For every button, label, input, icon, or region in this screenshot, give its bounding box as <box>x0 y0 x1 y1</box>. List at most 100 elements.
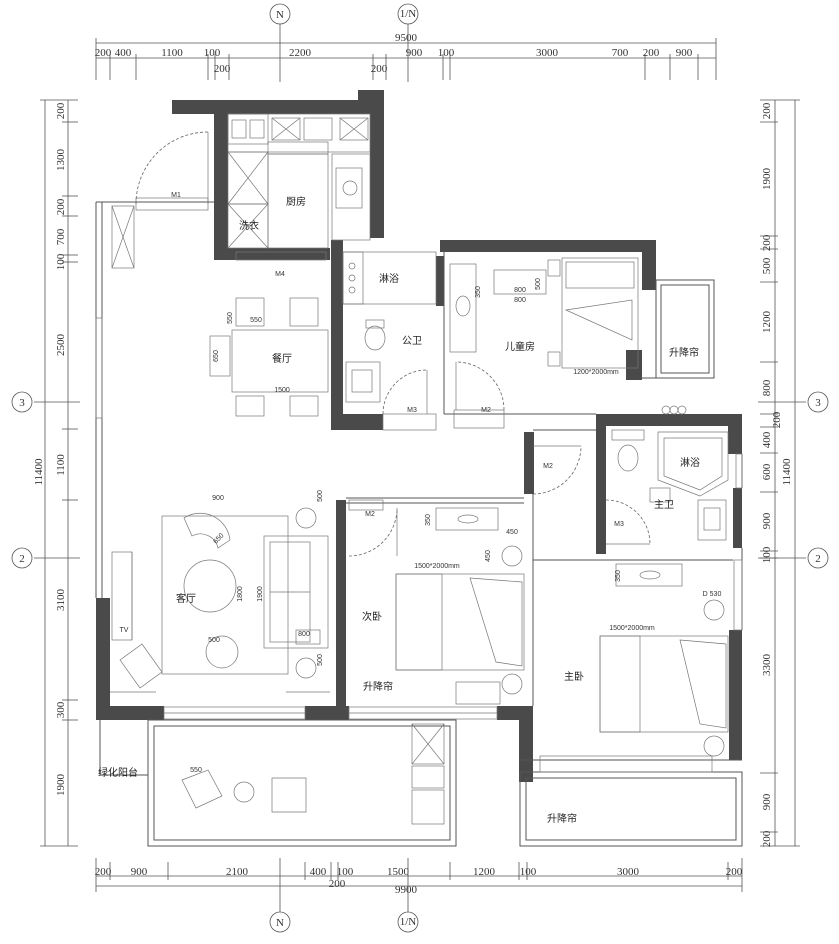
dim-label: 350 <box>475 286 482 298</box>
axis-bubble-2-left: 2 <box>19 553 25 565</box>
right-dim: 200 <box>761 830 773 847</box>
top-dim: 200 <box>643 47 660 59</box>
axis-bubble-2-right: 2 <box>815 553 821 565</box>
bottom-dim: 900 <box>131 866 148 878</box>
door-label-m4: M4 <box>275 271 285 278</box>
master-bedroom-furniture <box>539 563 729 773</box>
room-label-lift-curtain1: 升降帘 <box>669 346 699 359</box>
master-balcony-outline <box>519 771 743 847</box>
door-label-m3a: M3 <box>407 407 417 414</box>
master-bath-fixtures <box>605 429 729 545</box>
room-label-lift-curtain2: 升降帘 <box>363 680 393 693</box>
entrance-door <box>111 131 209 269</box>
room-label-lift-curtain3: 升降帘 <box>547 812 577 825</box>
room-label-shower1: 淋浴 <box>379 272 399 285</box>
room-label-master-bath: 主卫 <box>654 499 674 511</box>
dim-label: 500 <box>317 490 324 502</box>
dim-label: D 530 <box>703 591 722 598</box>
dim-label: 1900 <box>257 586 264 602</box>
right-dim: 400 <box>761 431 773 448</box>
kids-balcony-outline <box>655 279 715 379</box>
bottom-total-dim: 9900 <box>395 884 418 896</box>
right-dim: 600 <box>761 463 773 480</box>
door-label-m1: M1 <box>171 192 181 199</box>
right-dim: 200 <box>761 102 773 119</box>
corridor-door <box>532 445 582 495</box>
right-dim: 500 <box>761 257 773 274</box>
dim-label: 450 <box>485 550 492 562</box>
room-label-dining: 餐厅 <box>272 352 292 365</box>
bottom-dimension-lines <box>95 858 743 892</box>
second-bedroom-furniture <box>348 499 525 705</box>
top-dim: 100 <box>438 47 455 59</box>
bed-size-kids: 1200*2000mm <box>573 369 619 376</box>
right-total-dim: 11400 <box>781 458 793 486</box>
axis-bubbles <box>11 3 829 933</box>
right-dim: 100 <box>761 546 773 563</box>
top-dimension-lines <box>95 38 717 80</box>
bottom-dim: 100 <box>337 866 354 878</box>
bottom-dim: 100 <box>520 866 537 878</box>
dim-label: 650 <box>213 350 220 362</box>
right-dimension-lines <box>760 99 800 847</box>
door-label-m2a: M2 <box>481 407 491 414</box>
bottom-dim: 1200 <box>473 866 496 878</box>
axis-bubble-n-bottom: N <box>276 917 284 929</box>
dim-label: 1500 <box>274 387 290 394</box>
dim-label: 800 <box>514 297 526 304</box>
axis-bubble-n-top: N <box>276 9 284 21</box>
bottom-segment-dims: 200 900 2100 400 100 200 1500 1200 100 3… <box>95 866 743 890</box>
dim-label: 450 <box>506 529 518 536</box>
right-dim: 1900 <box>761 168 773 191</box>
door-label-m2c: M2 <box>365 511 375 518</box>
top-dim: 100 <box>204 47 221 59</box>
balcony-furniture <box>181 723 445 825</box>
dim-label: 550 <box>250 317 262 324</box>
top-dim: 700 <box>612 47 629 59</box>
left-dim: 1100 <box>55 454 67 476</box>
bed-size-master: 1500*2000mm <box>609 625 655 632</box>
left-dim: 3100 <box>55 589 67 612</box>
top-dim: 900 <box>676 47 693 59</box>
left-dim: 100 <box>55 253 67 270</box>
top-dim: 1100 <box>161 47 183 59</box>
bottom-dim: 3000 <box>617 866 640 878</box>
right-dim: 900 <box>761 512 773 529</box>
dim-label: 500 <box>535 278 542 290</box>
bottom-dim: 200 <box>95 866 112 878</box>
bottom-dim: 200 <box>329 878 346 890</box>
left-dim: 200 <box>55 198 67 215</box>
room-label-shower2: 淋浴 <box>680 456 700 469</box>
right-dim: 3300 <box>761 654 773 677</box>
dim-label: 800 <box>514 287 526 294</box>
axis-bubble-ln-top: 1/N <box>400 8 417 20</box>
balcony-outline <box>99 719 457 847</box>
top-dim: 2200 <box>289 47 312 59</box>
left-dim: 1900 <box>55 774 67 797</box>
tv-label: TV <box>120 627 129 634</box>
axis-bubble-ln-bottom: 1/N <box>400 916 417 928</box>
left-segment-dims: 200 1300 200 700 100 2500 1100 3100 300 … <box>55 102 67 796</box>
room-label-kids-room: 儿童房 <box>505 340 535 353</box>
bed-size-second: 1500*2000mm <box>414 563 460 570</box>
room-label-master-bed: 主卧 <box>564 670 584 683</box>
dim-label: 350 <box>425 514 432 526</box>
top-dim: 200 <box>214 63 231 75</box>
kids-room-fixtures <box>449 257 639 429</box>
right-segment-dims: 200 1900 200 500 1200 800 200 400 600 90… <box>761 102 783 847</box>
dim-label: 500 <box>317 654 324 666</box>
dim-label: 900 <box>212 495 224 502</box>
dim-label: 500 <box>208 637 220 644</box>
left-dim: 700 <box>55 228 67 245</box>
left-dim: 1300 <box>55 149 67 172</box>
axis-bubble-3-right: 3 <box>815 397 821 409</box>
dim-label: 550 <box>190 767 202 774</box>
room-label-kitchen: 厨房 <box>286 195 306 208</box>
dim-label: 800 <box>298 631 310 638</box>
living-room-furniture <box>110 507 330 693</box>
top-dim: 200 <box>371 63 388 75</box>
left-dimension-lines <box>40 99 78 847</box>
bottom-dim: 1500 <box>387 866 410 878</box>
dim-label: 350 <box>615 570 622 582</box>
